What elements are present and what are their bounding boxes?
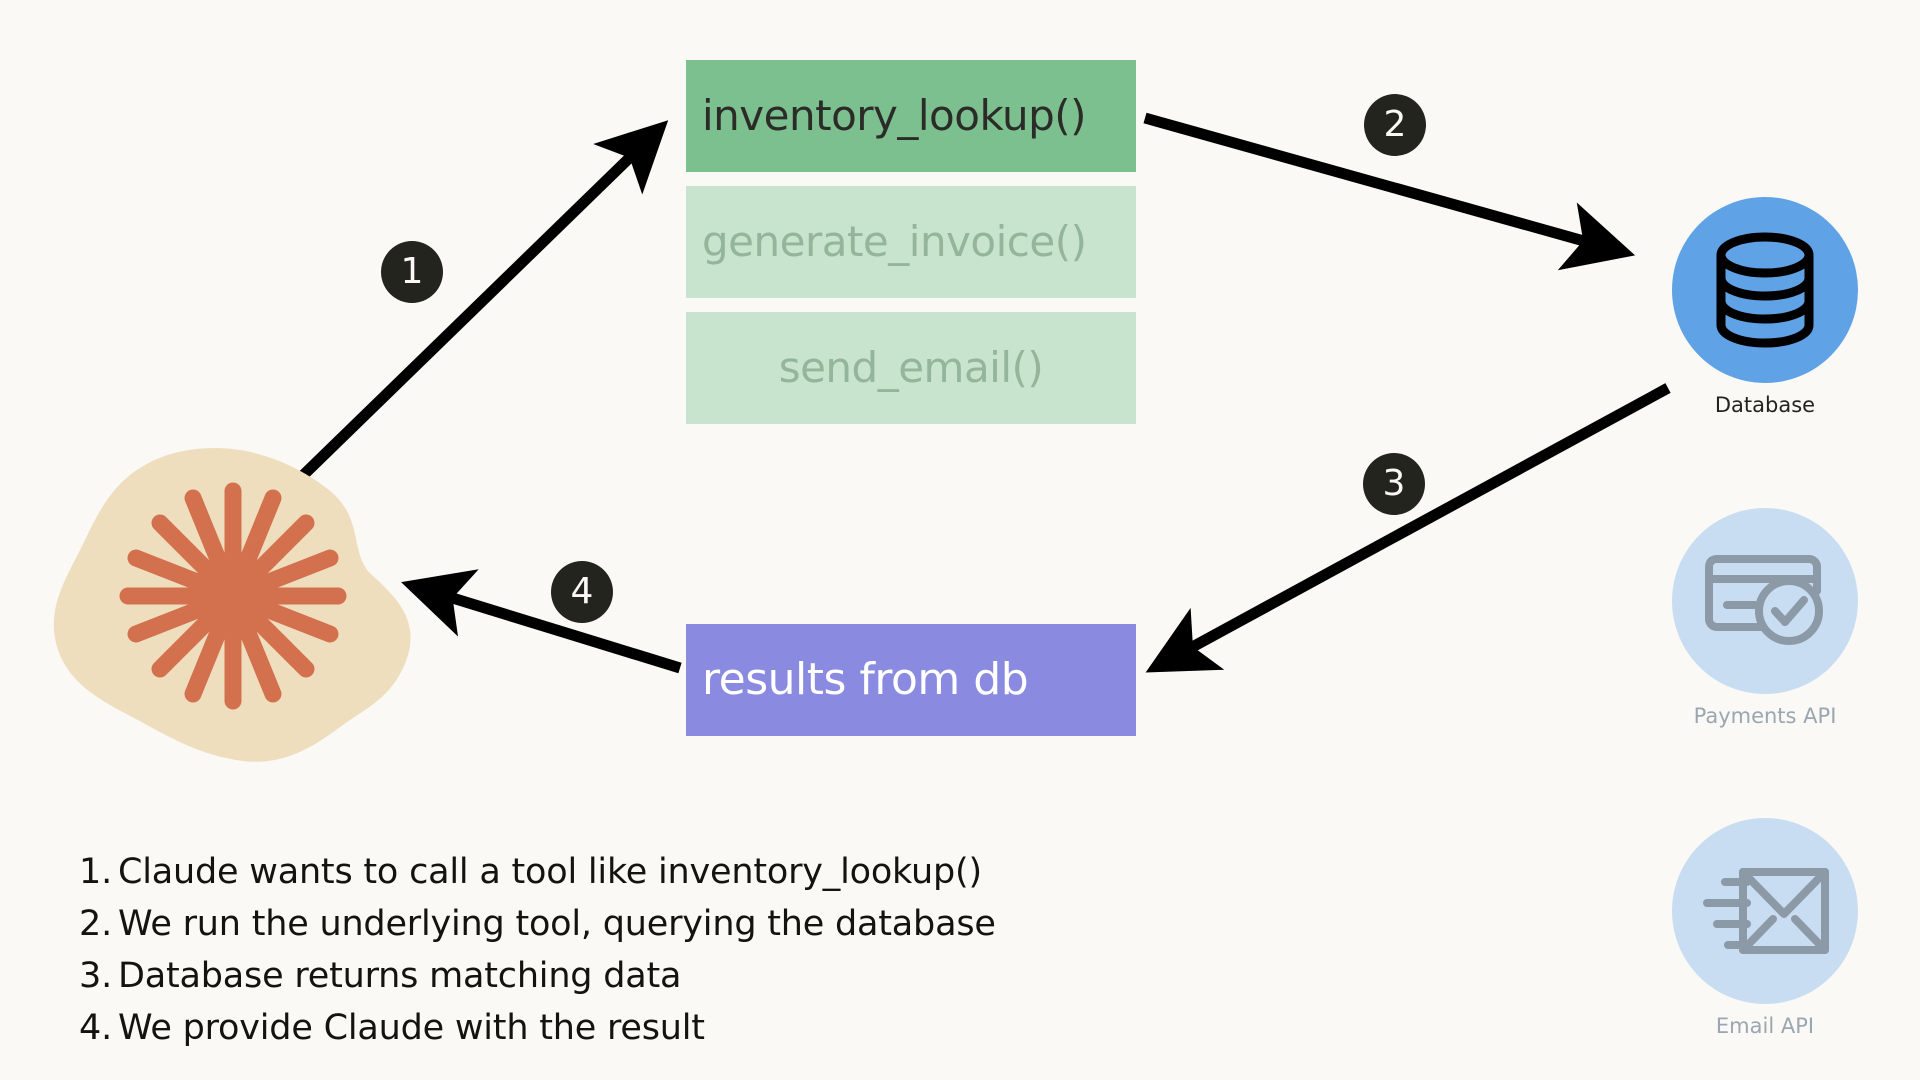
results-label: results from db — [702, 654, 1029, 705]
legend-item-number: 2. — [79, 904, 112, 944]
service-circle — [1672, 508, 1858, 694]
steps-legend: 1. Claude wants to call a tool like inve… — [68, 846, 1148, 1054]
service-caption: Email API — [1715, 1014, 1815, 1038]
service-caption: Database — [1714, 393, 1816, 417]
service-circle — [1672, 818, 1858, 1004]
step-badge-2: 2 — [1364, 94, 1426, 156]
legend-item: 3. Database returns matching data — [68, 950, 1148, 1002]
tool-label: inventory_lookup() — [702, 91, 1087, 140]
legend-item-number: 4. — [79, 1008, 112, 1048]
step-badge-4: 4 — [551, 561, 613, 623]
legend-item-text: Database returns matching data — [118, 956, 682, 996]
legend-item-text: We run the underlying tool, querying the… — [118, 904, 996, 944]
legend-item-text: We provide Claude with the result — [118, 1008, 705, 1048]
legend-item-text: Claude wants to call a tool like invento… — [118, 852, 982, 892]
tool-box-send-email[interactable]: send_email() — [686, 312, 1136, 424]
legend-item: 2. We run the underlying tool, querying … — [68, 898, 1148, 950]
service-node-database[interactable]: Database — [1672, 197, 1858, 416]
legend-item-number: 3. — [79, 956, 112, 996]
database-icon — [1716, 232, 1814, 348]
claude-logo-icon — [53, 448, 411, 762]
service-caption: Payments API — [1693, 704, 1837, 728]
service-node-payments[interactable]: Payments API — [1672, 508, 1858, 727]
tool-label: generate_invoice() — [702, 217, 1087, 266]
tool-label: send_email() — [778, 343, 1044, 392]
envelope-send-icon — [1703, 868, 1829, 954]
claude-agent[interactable] — [48, 446, 418, 766]
service-node-email[interactable]: Email API — [1672, 818, 1858, 1037]
legend-item: 4. We provide Claude with the result — [68, 1002, 1148, 1054]
step-badge-1: 1 — [381, 241, 443, 303]
arrow-4-results-to-claude — [401, 569, 682, 674]
tool-box-inventory-lookup[interactable]: inventory_lookup() — [686, 60, 1136, 172]
service-circle — [1672, 197, 1858, 383]
arrow-2-tool-to-database — [1143, 112, 1636, 271]
step-badge-3: 3 — [1363, 453, 1425, 515]
results-box[interactable]: results from db — [686, 624, 1136, 736]
arrow-3-database-to-results — [1145, 383, 1671, 673]
legend-item-number: 1. — [79, 852, 112, 892]
legend-item: 1. Claude wants to call a tool like inve… — [68, 846, 1148, 898]
credit-card-check-icon — [1705, 555, 1823, 645]
arrow-1-claude-to-tool — [284, 120, 669, 494]
tool-box-generate-invoice[interactable]: generate_invoice() — [686, 186, 1136, 298]
